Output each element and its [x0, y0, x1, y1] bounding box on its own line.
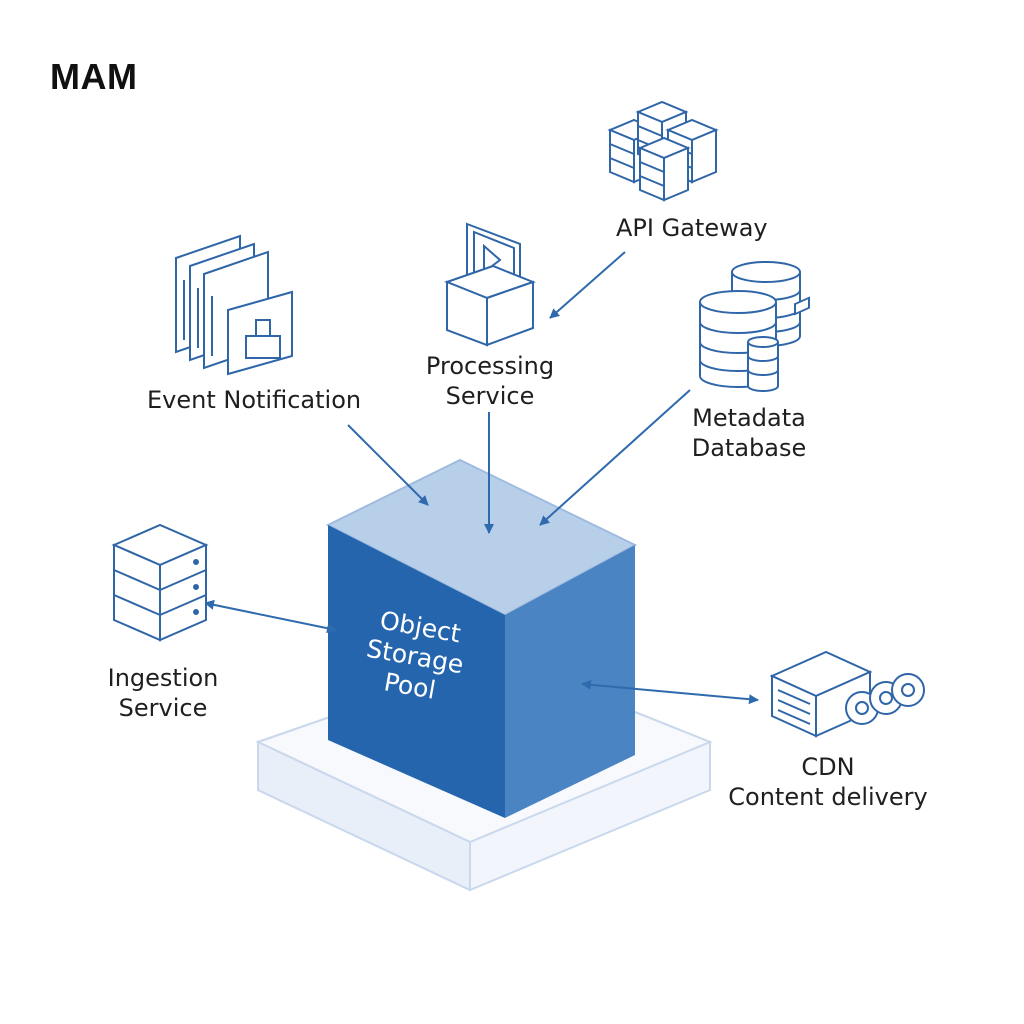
arrow-storage-cdn — [581, 679, 759, 705]
ingestion-service-label: Ingestion Service — [100, 663, 226, 723]
server-cluster-icon — [607, 100, 719, 202]
event-notification-line-1: Event Notification — [147, 386, 362, 414]
document-stack-icon — [175, 234, 293, 376]
server-rack-icon — [111, 523, 209, 642]
database-icon — [699, 261, 801, 392]
processing-service-line-1: Processing — [425, 352, 555, 380]
ingestion-service-line-1: Ingestion — [107, 664, 219, 692]
arrow-gateway-to-processing — [549, 251, 626, 319]
metadata-database-line-2: Database — [691, 434, 807, 462]
api-gateway-line-1: API Gateway — [616, 214, 768, 242]
arrow-ingestion-storage — [204, 599, 337, 634]
arrow-metadata-to-storage — [539, 389, 691, 526]
cdn-line-2: Content delivery — [728, 783, 928, 811]
cdn-line-1: CDN — [801, 753, 855, 781]
ingestion-service-line-2: Service — [118, 694, 208, 722]
page-title: MAM — [50, 56, 138, 97]
processing-service-line-2: Service — [445, 382, 535, 410]
metadata-database-line-1: Metadata — [692, 404, 806, 432]
media-box-icon — [444, 222, 536, 347]
storage-pool-label: Object Storage Pool — [353, 603, 477, 711]
metadata-database-label: Metadata Database — [682, 403, 816, 463]
cdn-gears-icon — [769, 296, 925, 738]
object-storage-cube[interactable] — [325, 458, 638, 818]
arrow-event-to-storage — [347, 424, 429, 506]
connections — [204, 251, 759, 705]
cdn-label: CDN Content delivery — [726, 752, 930, 812]
api-gateway-label: API Gateway — [616, 213, 768, 243]
event-notification-label: Event Notification — [147, 385, 361, 415]
processing-service-label: Processing Service — [420, 351, 560, 411]
